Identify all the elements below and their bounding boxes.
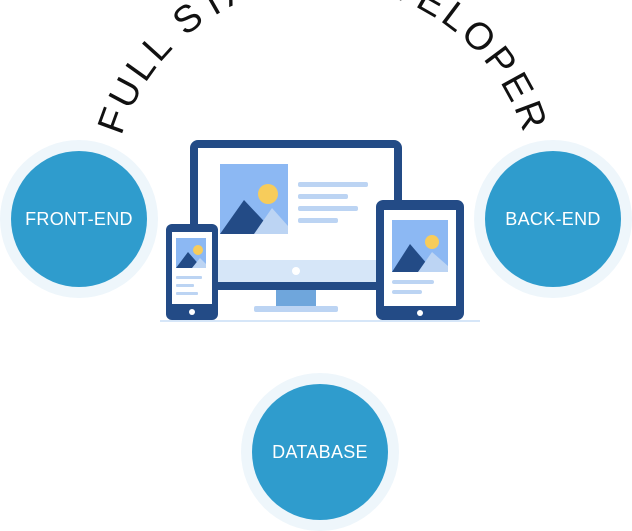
monitor-icon [190, 140, 402, 312]
back-end-label: BACK-END [485, 151, 621, 287]
phone-icon [166, 224, 218, 320]
front-end-label: FRONT-END [11, 151, 147, 287]
front-end-node: FRONT-END [0, 140, 158, 298]
devices-illustration [160, 140, 480, 322]
back-end-node: BACK-END [474, 140, 632, 298]
database-node: DATABASE [241, 373, 399, 531]
database-label: DATABASE [252, 384, 388, 520]
tablet-icon [376, 200, 464, 320]
page-title: FULL STACK DEVELOPER [90, 0, 556, 139]
title-arc: FULL STACK DEVELOPER [90, 0, 556, 139]
